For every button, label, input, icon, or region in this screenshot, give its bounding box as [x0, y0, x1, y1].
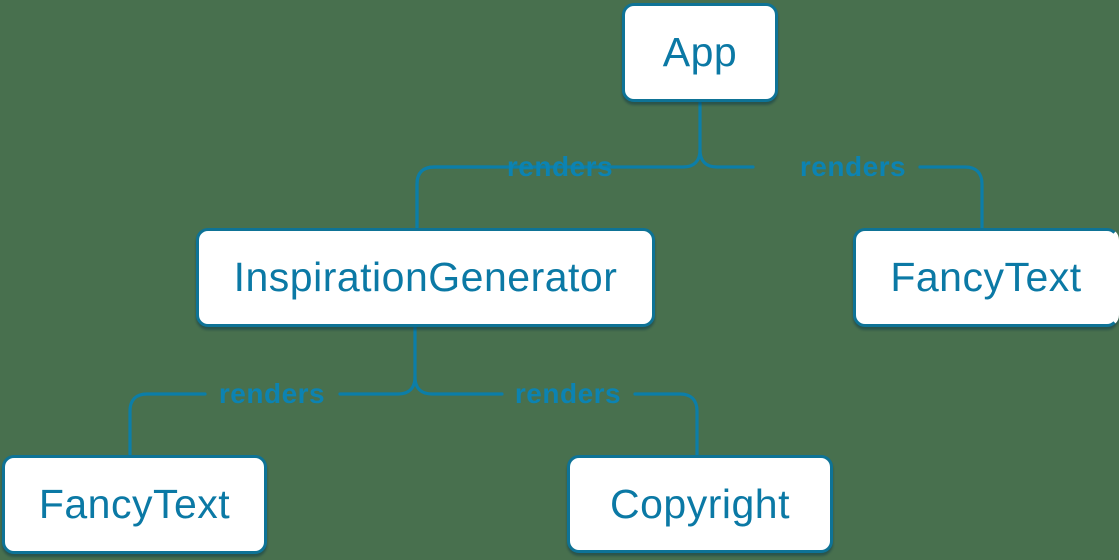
node-copyright: Copyright	[567, 455, 833, 553]
node-fancy-text-left: FancyText	[2, 455, 267, 554]
connector-app-to-fancytext-right	[918, 165, 984, 229]
connector-inspiration-to-fancytext	[338, 375, 417, 396]
node-inspiration-generator-label: InspirationGenerator	[233, 254, 618, 300]
connector-app-to-inspiration-left	[415, 165, 492, 229]
connector-app-to-fancytext	[698, 148, 755, 169]
connector-inspiration-to-copyright	[413, 375, 504, 396]
node-inspiration-generator: InspirationGenerator	[196, 228, 655, 327]
edge-label-inspiration-renders-fancytext: renders	[218, 378, 326, 409]
node-app-label: App	[662, 29, 738, 75]
node-fancy-text-left-label: FancyText	[38, 481, 231, 527]
edge-label-inspiration-renders-copyright: renders	[514, 378, 622, 409]
node-fancy-text-right-label: FancyText	[890, 254, 1082, 300]
connector-inspiration-to-copyright-right	[633, 392, 699, 456]
node-app: App	[622, 3, 778, 102]
edge-label-app-renders-inspiration: renders	[506, 151, 614, 182]
connector-inspiration-to-fancytext-left	[128, 392, 207, 456]
node-fancy-text-right: FancyText	[853, 228, 1119, 327]
node-copyright-label: Copyright	[610, 480, 790, 527]
edge-label-app-renders-fancytext: renders	[799, 151, 907, 182]
